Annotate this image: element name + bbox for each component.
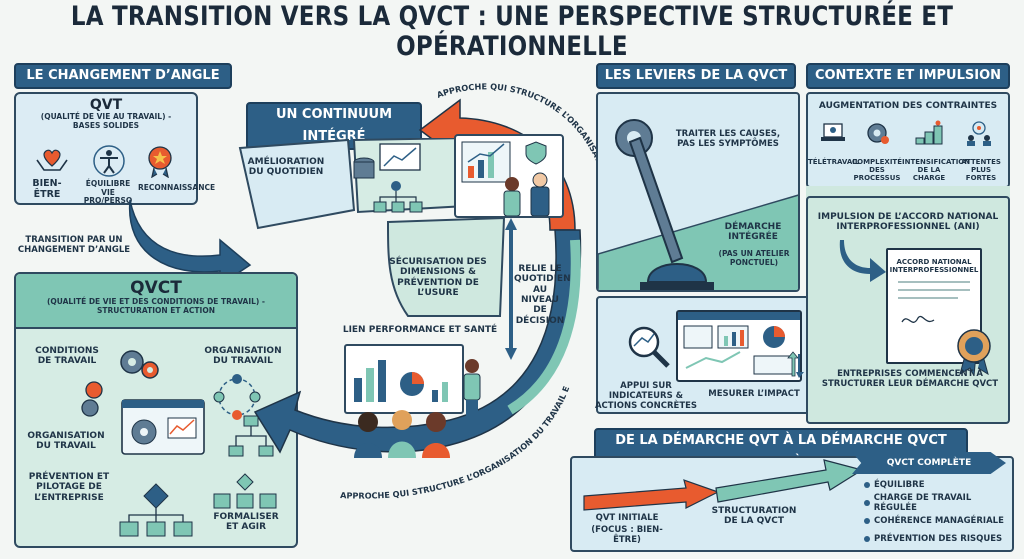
audience-people-icon — [352, 408, 452, 462]
double-arrow-icon — [505, 218, 517, 360]
entreprises-label: ENTREPRISES COMMENCENT À STRUCTURER LEUR… — [821, 369, 999, 389]
impulsion-arrow-icon — [839, 240, 886, 282]
svg-text:APPROCHE QUI STRUCTURE L’ORGAN: APPROCHE QUI STRUCTURE L’ORGANISATION DU… — [430, 76, 618, 216]
contexte-item-attentes: ATTENTES PLUS FORTES — [961, 158, 1001, 183]
relie-label: RELIE LE QUOTIDIEN AU NIVEAU DE DÉCISION — [514, 264, 571, 326]
qvt-item-equilibre: ÉQUILIBRE VIE PRO/PERSO — [83, 179, 133, 206]
qvt-initiale-sub: (FOCUS : BIEN-ÊTRE) — [591, 525, 663, 545]
kpi-dashboard-icon — [676, 310, 802, 382]
page-title: LA TRANSITION VERS LA QVCT : UNE PERSPEC… — [70, 2, 954, 62]
dashboard-screen-icon — [120, 398, 206, 458]
bullet-icon — [864, 482, 870, 488]
contexte-item-complexite: COMPLEXITÉ DES PROCESSUS — [852, 158, 902, 183]
qvt-item-bien-etre: BIEN-ÊTRE — [32, 178, 62, 200]
list-item: CHARGE DE TRAVAIL RÉGULÉE — [873, 493, 972, 513]
small-gears-icon — [76, 378, 112, 418]
presentation-screen — [344, 344, 464, 414]
leviers-causes: TRAITER LES CAUSES, PAS LES SYMPTÔMES — [675, 129, 781, 149]
org-chart-icon — [226, 414, 276, 460]
section-header-contexte: CONTEXTE ET IMPULSION — [806, 63, 1010, 89]
bullet-icon — [864, 500, 870, 506]
list-item: COHÉRENCE MANAGÉRIALE — [874, 516, 1004, 526]
up-down-arrows-icon — [786, 350, 806, 384]
lien-label: LIEN PERFORMANCE ET SANTÉ — [342, 325, 498, 335]
arc-top-label: APPROCHE QUI STRUCTURE L’ORGANISATION DU… — [430, 76, 618, 216]
transition-label: TRANSITION PAR UN CHANGEMENT D’ANGLE — [17, 235, 131, 255]
qvct-title: QVCT — [130, 278, 182, 298]
leviers-panel — [596, 92, 800, 292]
structuration-label: STRUCTURATION DE LA QVCT — [711, 506, 797, 527]
heart-hands-icon — [34, 146, 70, 176]
gear-icon — [864, 120, 890, 150]
qvt-initiale-label: QVT INITIALE — [595, 513, 659, 523]
cycle-diagram-icon — [212, 372, 262, 422]
qvct-item-organisation-2: ORGANISATION DU TRAVAIL — [27, 431, 105, 452]
section-header-leviers: LES LEVIERS DE LA QVCT — [596, 63, 796, 89]
seal-rosette-icon — [954, 326, 994, 380]
arc-bottom-text: APPROCHE QUI STRUCTURE L’ORGANISATION DU… — [330, 380, 571, 501]
section-header-changement: LE CHANGEMENT D’ANGLE — [14, 63, 232, 89]
qvct-complete-list: ÉQUILIBRE CHARGE DE TRAVAIL RÉGULÉE COHÉ… — [864, 476, 1010, 548]
target-people-icon — [964, 120, 994, 150]
qvt-subtitle: (QUALITÉ DE VIE AU TRAVAIL) - BASES SOLI… — [40, 112, 172, 130]
qvct-item-conditions: CONDITIONS DE TRAVAIL — [35, 346, 99, 367]
list-item: PRÉVENTION DES RISQUES — [874, 534, 1003, 544]
gears-icon — [116, 344, 162, 384]
magnifier-chart-icon — [622, 322, 674, 372]
team-dashboard-scene — [454, 134, 564, 218]
people-stairs-icon — [914, 120, 944, 150]
arc-top-text: APPROCHE QUI STRUCTURE L’ORGANISATION DU… — [430, 76, 618, 216]
qvt-title: QVT — [89, 97, 123, 113]
securisation-label: SÉCURISATION DES DIMENSIONS & PRÉVENTION… — [389, 257, 487, 299]
progress-arrows-icon — [583, 459, 864, 511]
qvct-item-formaliser: FORMALISER ET AGIR — [213, 512, 279, 533]
database-flow-icon — [350, 142, 440, 218]
flowchart-icon — [116, 482, 196, 544]
qvt-panel: QVT (QUALITÉ DE VIE AU TRAVAIL) - BASES … — [14, 92, 216, 206]
process-boxes-icon — [210, 472, 280, 512]
ani-document: ACCORD NATIONAL INTERPROFESSIONNEL — [886, 248, 982, 364]
bullet-icon — [864, 536, 870, 542]
amelioration-label: AMÉLIORATION DU QUOTIDIEN — [247, 157, 325, 178]
leviers-mesurer: MESURER L’IMPACT — [708, 389, 800, 399]
augmentation-label: AUGMENTATION DES CONTRAINTES — [818, 101, 998, 111]
qvt-item-reconnaissance: RECONNAISSANCE — [138, 183, 216, 192]
impulsion-label: IMPULSION DE L’ACCORD NATIONAL INTERPROF… — [817, 212, 999, 233]
presenter-person-icon — [458, 358, 488, 424]
balance-person-icon — [92, 144, 126, 178]
qvct-item-organisation-1: ORGANISATION DU TRAVAIL — [204, 346, 282, 367]
lever-gear-icon — [610, 112, 720, 296]
impulsion-panel: IMPULSION DE L’ACCORD NATIONAL INTERPROF… — [806, 196, 1010, 424]
leviers-demarche: DÉMARCHE INTÉGRÉE — [724, 222, 782, 243]
leviers-appui: APPUI SUR INDICATEURS & ACTIONS CONCRÈTE… — [594, 381, 698, 411]
arc-bottom-label: APPROCHE QUI STRUCTURE L’ORGANISATION DU… — [330, 380, 571, 501]
leviers-demarche-sub: (PAS UN ATELIER PONCTUEL) — [718, 249, 790, 267]
contexte-item-teletravail: TÉLÉTRAVAIL — [808, 158, 860, 166]
list-item: ÉQUILIBRE — [874, 480, 925, 490]
medal-icon — [144, 144, 176, 178]
qvct-complete-label: QVCT COMPLÈTE — [852, 452, 1006, 474]
qvct-item-prevention: PRÉVENTION ET PILOTAGE DE L’ENTREPRISE — [28, 472, 110, 503]
bullet-icon — [864, 518, 870, 524]
svg-text:APPROCHE QUI STRUCTURE L’ORGAN: APPROCHE QUI STRUCTURE L’ORGANISATION DU… — [330, 380, 571, 501]
qvct-subtitle: (QUALITÉ DE VIE ET DES CONDITIONS DE TRA… — [46, 297, 266, 315]
contexte-item-intensification: INTENSIFICATION DE LA CHARGE — [902, 158, 971, 183]
laptop-icon — [820, 122, 846, 148]
contraintes-panel: AUGMENTATION DES CONTRAINTES TÉLÉTRAVAIL… — [806, 92, 1010, 188]
ani-document-title: ACCORD NATIONAL INTERPROFESSIONNEL — [889, 258, 979, 275]
